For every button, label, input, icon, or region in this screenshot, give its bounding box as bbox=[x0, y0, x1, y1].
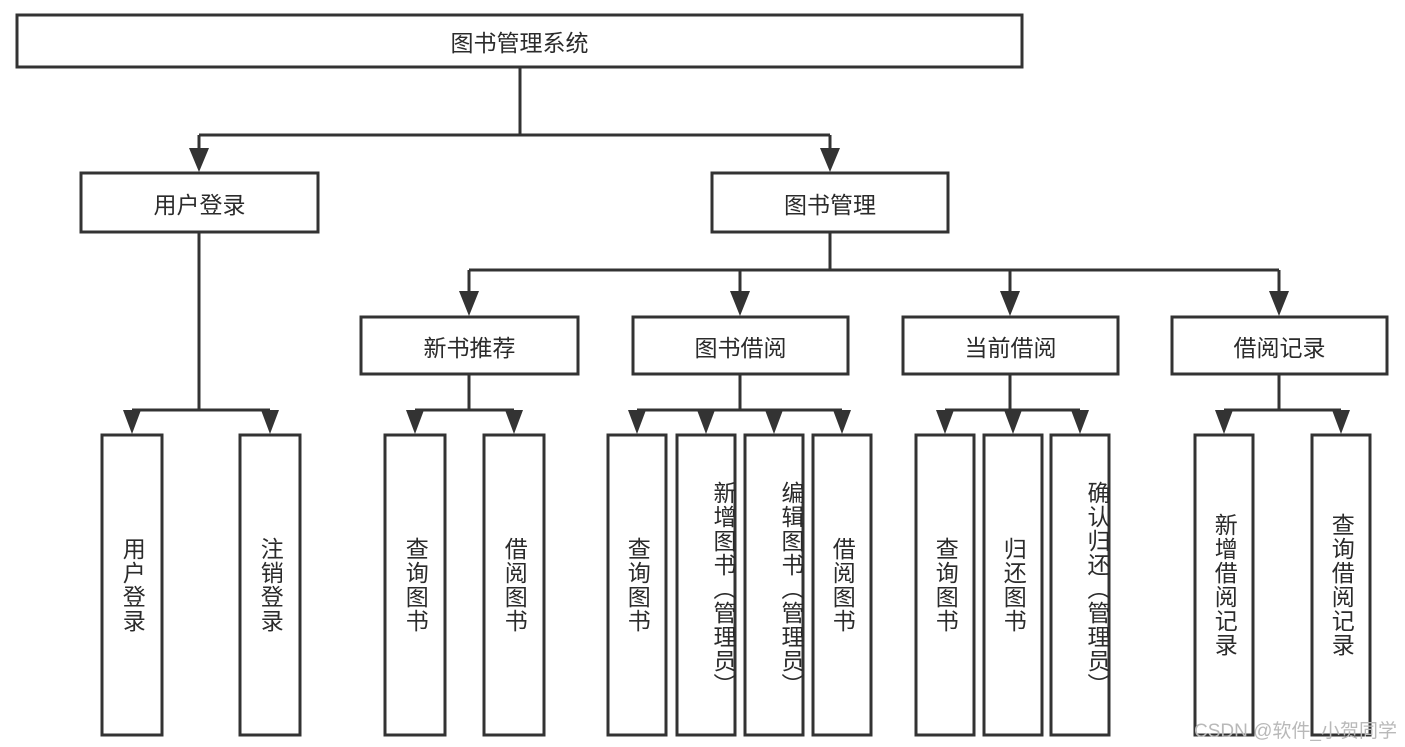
node-box-leaf-add-record[interactable] bbox=[1193, 433, 1255, 737]
arrowhead-current-borrow bbox=[1000, 291, 1020, 316]
node-box-borrow-record[interactable] bbox=[1170, 315, 1389, 376]
arrowhead-leaf-edit-book bbox=[765, 410, 783, 434]
csdn-watermark: CSDN @软件_小贺同学 bbox=[1194, 721, 1397, 742]
node-box-new-book-recommend[interactable] bbox=[359, 315, 580, 376]
node-box-leaf-borrow-book-1[interactable] bbox=[482, 433, 546, 737]
arrowhead-leaf-query-book-2 bbox=[628, 410, 646, 434]
arrowhead-leaf-borrow-book-1 bbox=[505, 410, 523, 434]
node-box-leaf-query-book-3[interactable] bbox=[914, 433, 976, 737]
arrowhead-leaf-user-login bbox=[123, 410, 141, 434]
node-box-user-login[interactable] bbox=[79, 171, 320, 234]
arrowhead-borrow-record bbox=[1269, 291, 1289, 316]
node-box-leaf-return-book[interactable] bbox=[982, 433, 1044, 737]
node-box-current-borrow[interactable] bbox=[901, 315, 1120, 376]
arrowhead-leaf-confirm-return bbox=[1071, 410, 1089, 434]
arrowhead-leaf-return-book bbox=[1004, 410, 1022, 434]
arrowhead-leaf-user-logout bbox=[261, 410, 279, 434]
node-box-leaf-query-book-1[interactable] bbox=[383, 433, 447, 737]
node-box-root[interactable] bbox=[15, 13, 1024, 69]
arrowhead-user-login bbox=[189, 148, 209, 172]
arrowhead-leaf-borrow-book-2 bbox=[833, 410, 851, 434]
node-box-leaf-confirm-return[interactable] bbox=[1049, 433, 1111, 737]
arrowhead-leaf-query-book-3 bbox=[936, 410, 954, 434]
node-box-leaf-edit-book[interactable] bbox=[743, 433, 805, 737]
arrowhead-leaf-add-book bbox=[697, 410, 715, 434]
node-box-leaf-user-login[interactable] bbox=[100, 433, 164, 737]
arrowhead-new-book-recommend bbox=[459, 291, 479, 316]
node-box-leaf-query-record[interactable] bbox=[1310, 433, 1372, 737]
node-box-leaf-borrow-book-2[interactable] bbox=[811, 433, 873, 737]
arrowhead-leaf-query-book-1 bbox=[406, 410, 424, 434]
arrowhead-leaf-query-record bbox=[1332, 410, 1350, 434]
node-box-leaf-add-book[interactable] bbox=[675, 433, 737, 737]
node-box-leaf-user-logout[interactable] bbox=[238, 433, 302, 737]
arrowhead-book-manage bbox=[820, 148, 840, 172]
arrowhead-book-borrow bbox=[730, 291, 750, 316]
node-box-leaf-query-book-2[interactable] bbox=[606, 433, 668, 737]
node-box-book-borrow[interactable] bbox=[631, 315, 850, 376]
node-box-book-manage[interactable] bbox=[710, 171, 950, 234]
arrowhead-leaf-add-record bbox=[1215, 410, 1233, 434]
